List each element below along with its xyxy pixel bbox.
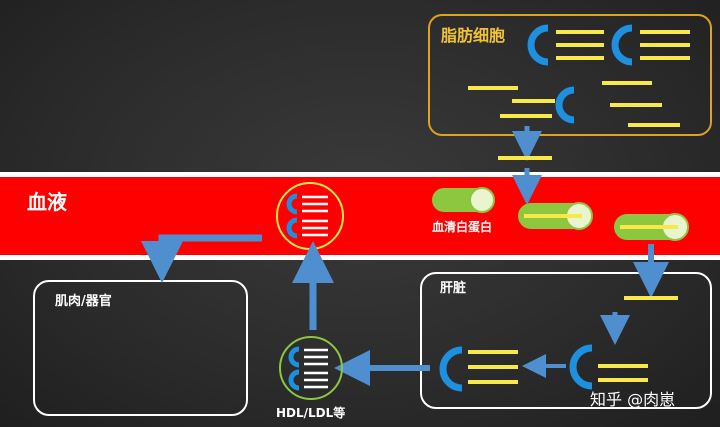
albumin-loaded-1 bbox=[518, 202, 593, 230]
free-fatty-acids-adipocyte bbox=[468, 81, 680, 127]
liver-triglyceride-droplet bbox=[569, 344, 648, 390]
adipocyte-box bbox=[428, 14, 712, 136]
albumin-label: 血清白蛋白 bbox=[432, 220, 493, 234]
fat-droplet-3 bbox=[512, 86, 575, 124]
muscle-organ-label: 肌肉/器官 bbox=[55, 294, 112, 309]
liver-box bbox=[420, 272, 712, 409]
fat-droplet-2 bbox=[611, 24, 690, 66]
albumin-loaded-2 bbox=[614, 213, 689, 241]
lipoprotein-hdl-ldl bbox=[279, 336, 343, 400]
lipoprotein-label: HDL/LDL等 bbox=[276, 406, 346, 420]
fat-droplet-1 bbox=[527, 24, 604, 66]
watermark-text: 知乎 @肉崽 bbox=[590, 390, 676, 409]
arrow-blood-to-muscle bbox=[141, 234, 262, 283]
albumin-empty bbox=[432, 187, 495, 213]
blood-label: 血液 bbox=[27, 190, 67, 214]
lipoprotein-in-blood bbox=[276, 182, 344, 250]
muscle-organ-box bbox=[33, 280, 248, 416]
blood-stream-band bbox=[0, 172, 720, 260]
adipocyte-label: 脂肪细胞 bbox=[441, 26, 506, 45]
liver-vldl-assembly bbox=[439, 346, 518, 392]
liver-label: 肝脏 bbox=[440, 281, 467, 296]
